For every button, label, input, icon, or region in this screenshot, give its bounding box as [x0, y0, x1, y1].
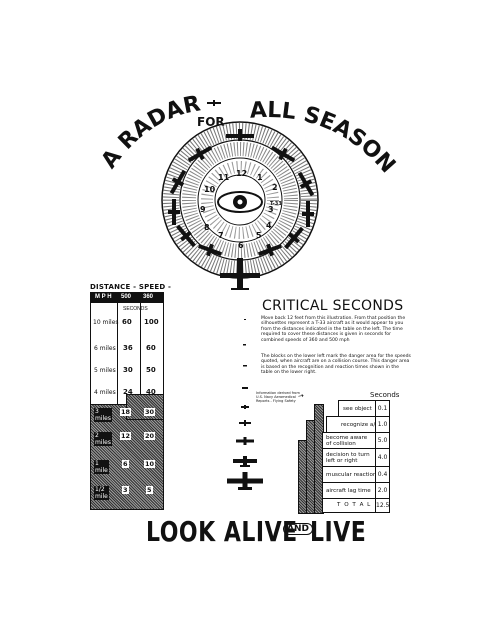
reaction-row: recognize a/c 1.0 — [326, 416, 390, 434]
footer-live: LIVE — [310, 517, 367, 549]
reaction-label: muscular reaction — [326, 472, 377, 478]
clock-number-10: 10 — [204, 185, 216, 194]
reaction-total-row: T O T A L 12.5 — [322, 498, 390, 513]
critical-seconds-paragraph: The blocks on the lower left mark the da… — [261, 354, 411, 376]
seconds-label: SECONDS — [123, 306, 148, 312]
reaction-row: decision to turn left or right 4.0 — [322, 448, 390, 468]
clock-number-3: 3 — [268, 205, 274, 214]
clock-number-7: 7 — [218, 231, 224, 240]
reaction-total-value: 12.5 — [375, 499, 389, 512]
clock-number-2: 2 — [272, 183, 278, 192]
col-mph: M P H — [95, 294, 112, 300]
reaction-row: see object 0.1 — [338, 400, 390, 418]
aircraft-silhouette-icon — [220, 258, 260, 290]
critical-seconds-paragraph: Move back 12 feet from this illustration… — [261, 316, 406, 343]
aircraft-silhouette-icon — [302, 201, 314, 227]
row-500: 12 — [120, 432, 132, 440]
title-arc: A RADAR FOR ALL SEASONS — [0, 0, 400, 290]
reaction-row: aircraft lag time 2.0 — [322, 482, 390, 500]
title-a-radar: A RADAR — [97, 91, 203, 173]
col-500: 500 — [121, 294, 132, 300]
clock-number-1: 1 — [257, 173, 263, 182]
aircraft-silhouette-icon — [233, 456, 257, 467]
row-360: 30 — [144, 408, 156, 416]
row-360: 40 — [146, 388, 156, 396]
row-500: 60 — [122, 318, 132, 326]
aircraft-silhouette-icon — [207, 100, 221, 106]
clock-number-8: 8 — [204, 223, 210, 232]
reaction-value: 4.0 — [375, 449, 389, 467]
clock-number-5: 5 — [256, 231, 262, 240]
aircraft-silhouette-icon — [242, 387, 248, 389]
aircraft-silhouette-icon — [244, 319, 246, 320]
clock-number-9: 9 — [200, 205, 206, 214]
row-500: 6 — [122, 460, 129, 468]
footer-and: AND — [283, 523, 313, 535]
distance-table-header: M P H 500 360 — [91, 293, 163, 303]
reaction-label: see object — [343, 406, 372, 412]
reaction-seconds-label: Seconds — [370, 391, 400, 399]
footer-look-alive: LOOK ALIVE — [146, 517, 298, 549]
aircraft-silhouette-icon — [236, 437, 254, 445]
aircraft-silhouette-icon — [239, 420, 251, 426]
row-distance: 10 miles — [93, 319, 119, 326]
row-distance: 1 mile — [94, 460, 109, 474]
aircraft-silhouette-icon — [227, 472, 263, 490]
reaction-value: 1.0 — [375, 417, 389, 433]
row-distance: 4 miles — [94, 389, 116, 396]
radar-center-label: T-33 — [270, 201, 282, 207]
reaction-value: 0.1 — [375, 401, 389, 417]
clock-number-12: 12 — [236, 169, 247, 178]
clock-number-11: 11 — [218, 173, 230, 182]
aircraft-silhouette-icon — [284, 226, 304, 250]
aircraft-silhouette-icon — [243, 365, 247, 367]
reaction-value: 5.0 — [375, 433, 389, 449]
col-360: 360 — [143, 294, 154, 300]
critical-seconds-title: CRITICAL SECONDS — [262, 298, 404, 314]
row-500: 24 — [123, 388, 133, 396]
row-500: 36 — [123, 344, 133, 352]
reaction-value: 2.0 — [375, 483, 389, 499]
row-360: 100 — [144, 318, 159, 326]
row-500: 30 — [123, 366, 133, 374]
reaction-label: aircraft lag time — [326, 488, 371, 494]
aircraft-silhouette-icon — [226, 129, 254, 141]
reaction-table: see object 0.1 recognize a/c 1.0 become … — [298, 400, 390, 514]
aircraft-silhouette-icon — [243, 344, 246, 346]
danger-block — [126, 394, 164, 420]
aircraft-silhouette-icon — [241, 405, 249, 409]
aircraft-silhouette-icon — [297, 171, 315, 197]
aircraft-silhouette-icon — [270, 145, 296, 163]
aircraft-silhouette-icon — [169, 169, 187, 195]
source-note: Information derived from U.S. Navy Aerom… — [256, 391, 300, 403]
distance-silhouettes — [227, 319, 263, 490]
row-360: 50 — [146, 366, 156, 374]
row-500: 18 — [120, 408, 132, 416]
row-360: 20 — [144, 432, 156, 440]
aircraft-silhouette-icon — [168, 199, 180, 225]
clock-number-4: 4 — [266, 221, 272, 230]
row-500: 3 — [122, 486, 129, 494]
reaction-label: decision to turn left or right — [326, 452, 370, 464]
aircraft-silhouette-icon — [187, 145, 213, 163]
clock-number-6: 6 — [238, 241, 244, 250]
row-360: 10 — [144, 460, 156, 468]
row-distance: 2 miles — [94, 432, 112, 446]
aircraft-silhouette-icon — [198, 243, 222, 257]
row-distance: 3 miles — [94, 408, 112, 422]
row-360: 5 — [146, 486, 153, 494]
row-distance: 5 miles — [94, 367, 116, 374]
row-360: 60 — [146, 344, 156, 352]
row-distance: 6 miles — [94, 345, 116, 352]
reaction-value: 0.4 — [375, 467, 389, 483]
eye-icon — [217, 191, 263, 213]
reaction-label: recognize a/c — [341, 422, 379, 428]
aircraft-silhouette-icon — [258, 243, 282, 257]
aircraft-silhouette-icon — [176, 224, 196, 248]
reaction-total-label: T O T A L — [337, 502, 372, 508]
row-distance: 1/2 mile — [94, 486, 109, 500]
